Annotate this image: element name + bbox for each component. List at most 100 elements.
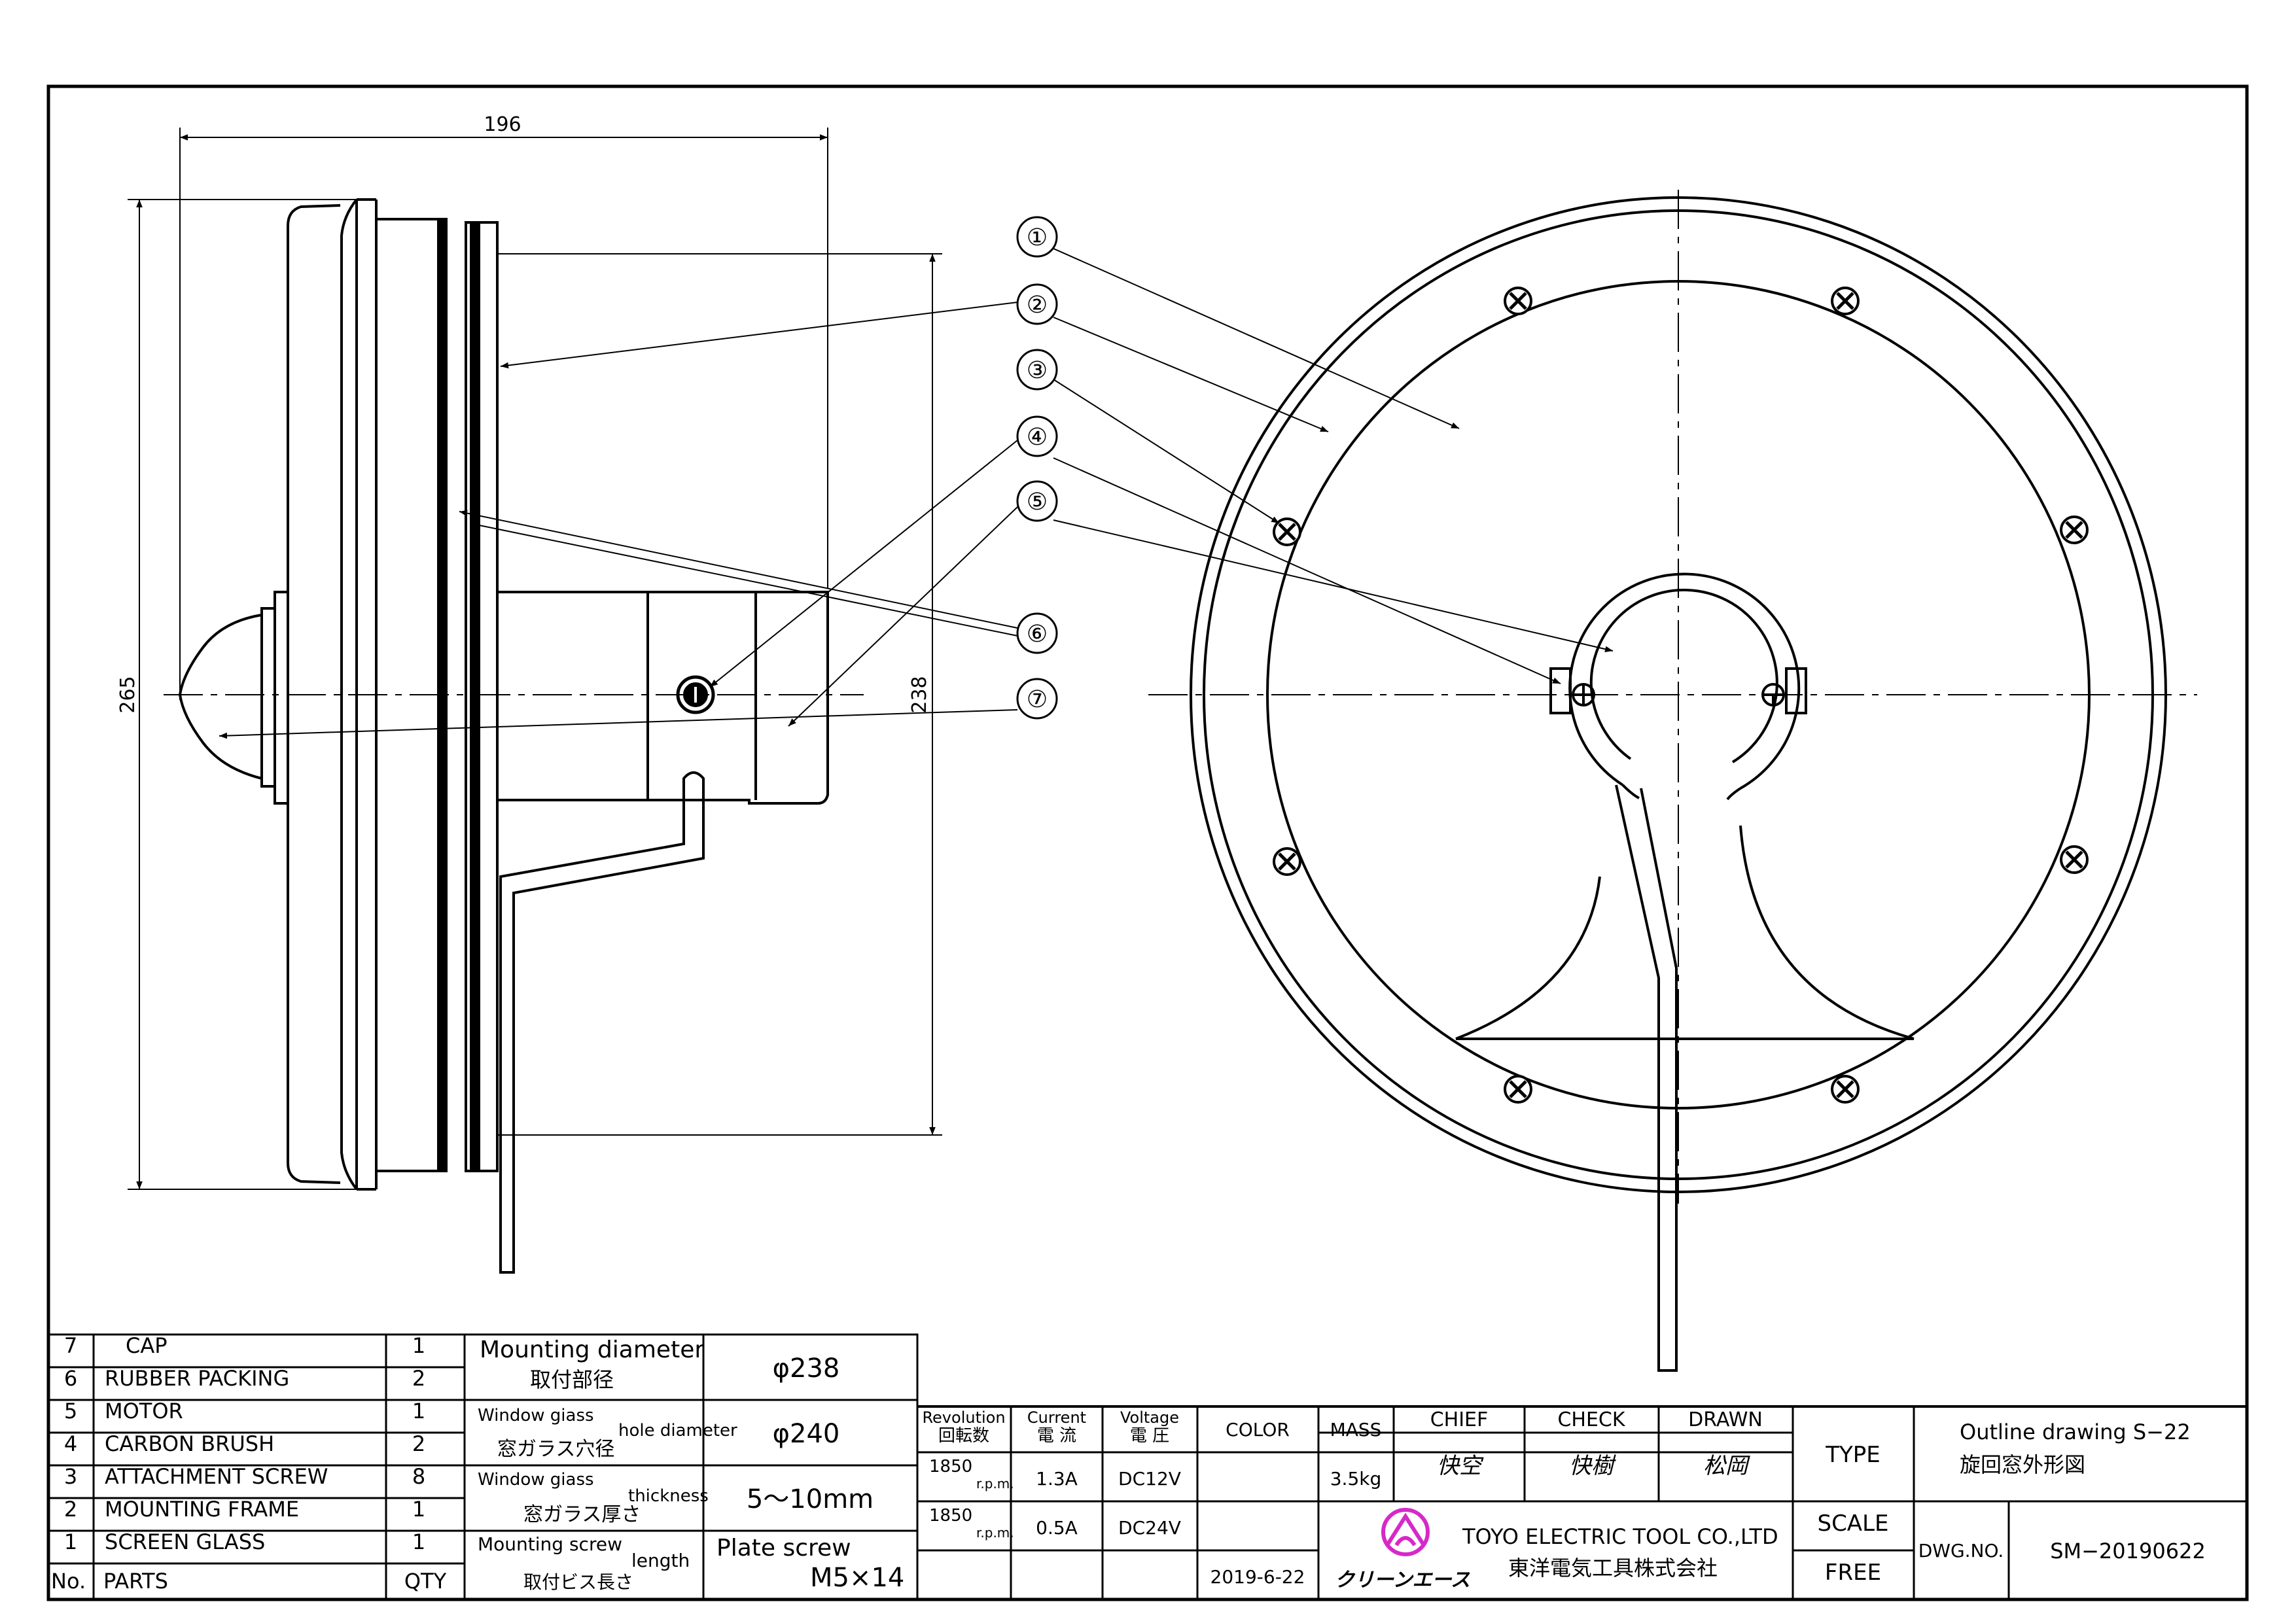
company-block: TOYO ELECTRIC TOOL CO.,LTD 東洋電気工具株式会社 クリ… — [1335, 1508, 1778, 1592]
screw-length-value-b: M5×14 — [810, 1563, 904, 1593]
specs-table: Mounting diameter 取付部径 φ238 Window giass… — [478, 1336, 904, 1593]
voltage-value: DC12V — [1118, 1468, 1181, 1490]
part-qty: 1 — [412, 1333, 425, 1358]
thickness-label-b: thickness — [628, 1486, 709, 1506]
screw-length-value-a: Plate screw — [716, 1535, 851, 1562]
part-no: 2 — [64, 1497, 77, 1522]
dimension-mounting-height: 238 — [908, 676, 931, 713]
company-logo-icon — [1381, 1508, 1430, 1556]
screw-length-label-ja: 取付ビス長さ — [523, 1571, 633, 1593]
part-no: 3 — [64, 1464, 77, 1489]
thickness-value: 5〜10mm — [747, 1484, 874, 1514]
thickness-label-a: Window giass — [478, 1470, 594, 1490]
check-header: CHECK — [1557, 1408, 1625, 1431]
type-label: TYPE — [1825, 1442, 1881, 1468]
balloons — [1016, 216, 1058, 720]
current-header-ja: 電 流 — [1037, 1426, 1076, 1446]
thickness-label-ja: 窓ガラス厚さ — [523, 1503, 641, 1526]
revolution-header: Revolution — [922, 1408, 1005, 1427]
part-qty: 1 — [412, 1497, 425, 1522]
scale-value: FREE — [1825, 1560, 1881, 1586]
parts-table-grid — [47, 1333, 919, 1601]
hole-diameter-label-ja: 窓ガラス穴径 — [497, 1438, 614, 1461]
mounting-diameter-value: φ238 — [773, 1353, 840, 1384]
voltage-header-ja: 電 圧 — [1130, 1426, 1169, 1446]
screw-length-label-b: length — [631, 1550, 690, 1571]
drawing-date: 2019-6-22 — [1210, 1566, 1305, 1588]
part-qty: 1 — [412, 1529, 425, 1554]
chief-header: CHIEF — [1430, 1408, 1489, 1431]
scale-label: SCALE — [1817, 1510, 1888, 1537]
part-no: 1 — [64, 1529, 77, 1554]
balloon-4: ④ — [1027, 424, 1048, 451]
hole-diameter-value: φ240 — [773, 1419, 840, 1449]
rpm-value: 1850 — [929, 1457, 972, 1476]
dwg-number: SM−20190622 — [2050, 1539, 2206, 1563]
mass-header: MASS — [1330, 1419, 1382, 1440]
mass-value: 3.5kg — [1330, 1468, 1382, 1490]
voltage-header: Voltage — [1120, 1408, 1179, 1427]
part-name: MOTOR — [105, 1399, 183, 1423]
hole-diameter-label-b: hole diameter — [618, 1421, 737, 1440]
revolution-header-ja: 回転数 — [938, 1426, 989, 1446]
company-name-en: TOYO ELECTRIC TOOL CO.,LTD — [1462, 1524, 1778, 1549]
current-value: 0.5A — [1036, 1517, 1078, 1539]
mounting-diameter-label-ja: 取付部径 — [530, 1367, 614, 1392]
part-name: CAP — [126, 1333, 168, 1358]
part-name: SCREEN GLASS — [105, 1529, 265, 1554]
part-qty: 8 — [412, 1464, 425, 1489]
current-value: 1.3A — [1036, 1468, 1078, 1490]
rpm-value: 1850 — [929, 1506, 972, 1526]
part-no: 5 — [64, 1399, 77, 1423]
balloon-6: ⑥ — [1027, 621, 1048, 648]
dimension-overall-height: 265 — [116, 676, 139, 713]
approval-table: CHIEF CHECK DRAWN 快空 快樹 松岡 — [1430, 1408, 1763, 1479]
part-name: MOUNTING FRAME — [105, 1497, 299, 1522]
parts-header-qty: QTY — [404, 1569, 447, 1594]
parts-header-no: No. — [51, 1569, 86, 1594]
screw-length-label-a: Mounting screw — [478, 1533, 622, 1555]
drawing-border — [46, 84, 2249, 1601]
parts-table: 7 CAP 1 6 RUBBER PACKING 2 5 MOTOR 1 4 C… — [51, 1333, 447, 1594]
part-qty: 2 — [412, 1431, 425, 1456]
leader-lines — [219, 248, 1614, 739]
front-view — [1148, 190, 2197, 1372]
drawing-title-ja: 旋回窓外形図 — [1960, 1452, 2085, 1477]
part-name: ATTACHMENT SCREW — [105, 1464, 328, 1489]
balloon-5: ⑤ — [1027, 489, 1048, 515]
color-header: COLOR — [1226, 1419, 1290, 1440]
rpm-unit: r.p.m. — [976, 1476, 1014, 1492]
title-block-grid — [917, 1405, 2247, 1599]
hole-diameter-label-a: Window giass — [478, 1406, 594, 1425]
balloon-2: ② — [1027, 292, 1048, 319]
rpm-unit: r.p.m. — [976, 1525, 1014, 1541]
dimension-length: 196 — [484, 113, 521, 136]
balloon-7: ⑦ — [1027, 686, 1048, 713]
mounting-diameter-label: Mounting diameter — [480, 1336, 704, 1363]
drawing-title: Outline drawing S−22 — [1960, 1420, 2191, 1444]
part-name: RUBBER PACKING — [105, 1366, 289, 1391]
balloon-1: ① — [1027, 224, 1048, 251]
parts-header-parts: PARTS — [103, 1569, 168, 1594]
part-no: 6 — [64, 1366, 77, 1391]
electrical-table: Revolution 回転数 Current 電 流 Voltage 電 圧 C… — [922, 1408, 1381, 1588]
drawn-header: DRAWN — [1688, 1408, 1763, 1431]
company-name-ja: 東洋電気工具株式会社 — [1508, 1556, 1718, 1580]
title-block: TYPE Outline drawing S−22 旋回窓外形図 SCALE F… — [1817, 1420, 2205, 1586]
check-signature: 快樹 — [1569, 1453, 1616, 1479]
chief-signature: 快空 — [1437, 1453, 1484, 1479]
drawn-signature: 松岡 — [1703, 1453, 1750, 1479]
side-view — [128, 128, 942, 1274]
part-name: CARBON BRUSH — [105, 1431, 274, 1456]
current-header: Current — [1027, 1408, 1086, 1427]
part-no: 4 — [64, 1431, 77, 1456]
brand-name: クリーンエース — [1335, 1569, 1470, 1592]
dwg-number-label: DWG.NO. — [1918, 1540, 2004, 1562]
balloon-numbers: ① ② ③ ④ ⑤ ⑥ ⑦ — [1027, 224, 1048, 713]
part-no: 7 — [64, 1333, 77, 1358]
part-qty: 2 — [412, 1366, 425, 1391]
part-qty: 1 — [412, 1399, 425, 1423]
voltage-value: DC24V — [1118, 1517, 1181, 1539]
balloon-3: ③ — [1027, 357, 1048, 384]
